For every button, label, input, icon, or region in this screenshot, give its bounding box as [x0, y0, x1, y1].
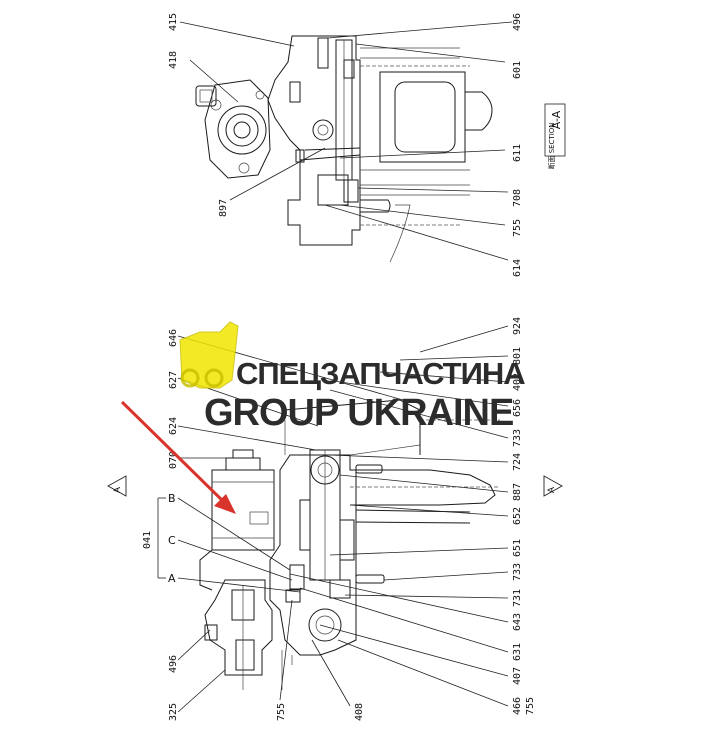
- callout-652: 652: [512, 507, 523, 525]
- section-label: A-A 断面 SECTION: [544, 103, 566, 170]
- callout-755: 755: [512, 219, 523, 237]
- callout-755-bottom: 755: [276, 703, 287, 721]
- callout-801: 801: [512, 347, 523, 365]
- callout-627: 627: [168, 371, 179, 389]
- callout-924: 924: [512, 317, 523, 335]
- callout-070: 070: [168, 451, 179, 469]
- callout-418: 418: [168, 51, 179, 69]
- callout-496-lower: 496: [168, 655, 179, 673]
- callout-408: 408: [354, 703, 365, 721]
- section-marker-left-letter: A: [113, 486, 123, 493]
- bottom-assembly-view: [199, 399, 500, 690]
- letter-c: C: [168, 534, 176, 547]
- callout-624: 624: [168, 417, 179, 435]
- watermark-line-1: СПЕЦЗАПЧАСТИНА: [236, 356, 525, 391]
- callout-601: 601: [512, 61, 523, 79]
- top-leaders: [179, 21, 513, 261]
- callout-755-right: 755: [525, 697, 536, 715]
- callout-651: 651: [512, 539, 523, 557]
- section-marker-right: A: [543, 475, 563, 497]
- callout-731: 731: [512, 589, 523, 607]
- letter-b: B: [168, 492, 176, 505]
- callout-643: 643: [512, 613, 523, 631]
- callout-407: 407: [512, 667, 523, 685]
- callout-897: 897: [218, 199, 229, 217]
- excavator-logo-icon: [179, 321, 239, 389]
- red-arrow-icon: [120, 400, 236, 514]
- callout-656: 656: [512, 399, 523, 417]
- callout-325: 325: [168, 703, 179, 721]
- callout-496: 496: [512, 13, 523, 31]
- callout-631: 631: [512, 643, 523, 661]
- callout-708: 708: [512, 189, 523, 207]
- callout-466: 466: [512, 697, 523, 715]
- bottom-leaders: [157, 325, 509, 713]
- section-label-small: 断面 SECTION: [547, 122, 556, 169]
- callout-614: 614: [512, 259, 523, 277]
- callout-733-lower: 733: [512, 563, 523, 581]
- callout-733-upper: 733: [512, 429, 523, 447]
- section-label-text: A-A: [550, 110, 563, 129]
- callout-724: 724: [512, 453, 523, 471]
- callout-415: 415: [168, 13, 179, 31]
- callout-611: 611: [512, 144, 523, 162]
- section-marker-left: A: [107, 475, 127, 497]
- section-marker-right-letter: A: [547, 486, 557, 493]
- watermark-line-2: GROUP UKRAINE: [204, 392, 513, 434]
- callout-402: 402: [512, 373, 523, 391]
- callout-887: 887: [512, 483, 523, 501]
- letter-a: A: [168, 572, 176, 585]
- watermark: СПЕЦЗАПЧАСТИНА GROUP UKRAINE: [179, 321, 526, 434]
- callout-646: 646: [168, 329, 179, 347]
- callout-041: 041: [142, 531, 153, 549]
- top-section-view: [195, 35, 493, 263]
